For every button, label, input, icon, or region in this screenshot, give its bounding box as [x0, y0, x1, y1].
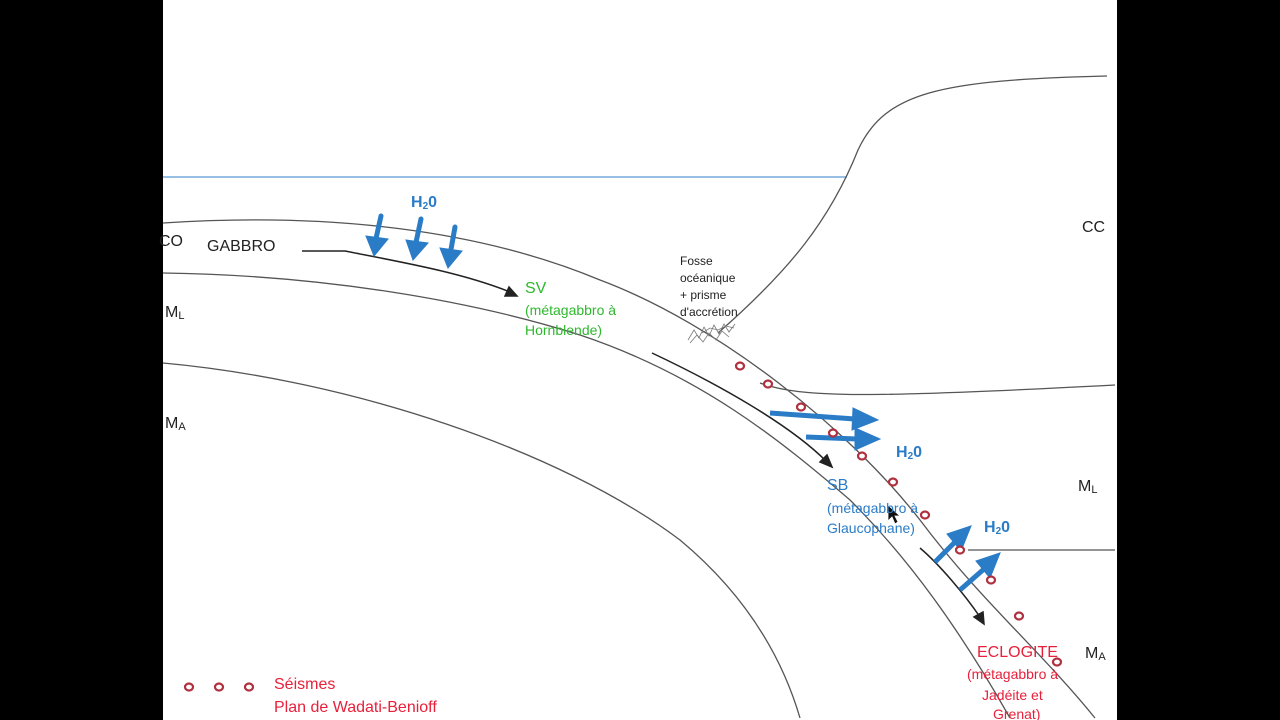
water-arrow-right-2: [854, 427, 882, 451]
label-gabbro: GABBRO: [207, 238, 275, 255]
mouse-cursor-icon: [887, 504, 902, 525]
label-cc: CC: [1082, 219, 1105, 236]
label-ml-right: ML: [1078, 478, 1097, 496]
legend: Séismes Plan de Wadati-Benioff: [274, 676, 437, 716]
svg-text:Jadéite et: Jadéite et: [982, 687, 1043, 703]
water-arrow-down-1: [365, 235, 389, 257]
continental-lithosphere-base: [759, 382, 1116, 396]
continental-crust-outline: [717, 75, 1108, 334]
label-ma-left: MA: [165, 415, 186, 433]
water-input-arrows: [365, 213, 463, 269]
label-facies-sv: SV (métagabbro à Hornblende): [525, 280, 616, 338]
earthquake-markers: [734, 361, 1063, 667]
svg-text:Fosse: Fosse: [680, 254, 713, 268]
oceanic-lithosphere-base: [162, 362, 801, 719]
water-arrow-down-3: [439, 247, 463, 269]
label-facies-eclogite: ECLOGITE (métagabbro à Jadéite et Grenat…: [967, 644, 1058, 720]
legend-earthquake-symbols: [183, 682, 255, 692]
svg-text:Glaucophane): Glaucophane): [827, 520, 915, 536]
arrow-eclogite-head: [972, 610, 985, 626]
oceanic-crust-base: [162, 272, 1011, 719]
label-water-top: H20: [411, 194, 437, 212]
arrow-eclogite-path: [919, 547, 981, 618]
legend-earthquakes: Séismes: [274, 676, 335, 693]
svg-text:(métagabbro à: (métagabbro à: [827, 500, 918, 516]
label-facies-sb: SB (métagabbro à Glaucophane): [827, 477, 918, 536]
svg-text:SV: SV: [525, 280, 547, 297]
water-arrow-right-1: [851, 407, 880, 431]
label-water-middle: H20: [896, 444, 922, 462]
svg-text:Hornblende): Hornblende): [525, 322, 602, 338]
water-arrow-upright-2: [975, 552, 1001, 579]
accretionary-prism: [687, 323, 736, 344]
water-release-arrows-middle: [769, 407, 882, 451]
label-ma-right: MA: [1085, 645, 1106, 663]
arrow-sv-path: [302, 250, 511, 293]
svg-text:(métagabbro à: (métagabbro à: [967, 666, 1058, 682]
slab-arrows: [302, 250, 985, 626]
legend-wadati-benioff: Plan de Wadati-Benioff: [274, 699, 437, 716]
svg-text:+ prisme: + prisme: [680, 288, 727, 302]
svg-text:océanique: océanique: [680, 271, 736, 285]
arrow-sb-path: [651, 352, 827, 462]
water-release-arrows-lower: [933, 525, 1001, 592]
water-arrow-down-2: [405, 239, 429, 261]
label-water-lower: H20: [984, 519, 1010, 537]
arrow-sb-head: [818, 453, 834, 469]
svg-text:Grenat): Grenat): [993, 706, 1040, 720]
label-co: CO: [159, 233, 183, 250]
label-trench: Fosse océanique + prisme d'accrétion: [680, 254, 738, 319]
svg-text:(métagabbro à: (métagabbro à: [525, 302, 616, 318]
label-ml-left: ML: [165, 304, 184, 322]
svg-text:ECLOGITE: ECLOGITE: [977, 644, 1058, 661]
arrow-sv-head: [503, 285, 519, 297]
svg-text:SB: SB: [827, 477, 848, 494]
diagram-canvas: [163, 0, 1117, 720]
water-arrow-upright-1: [946, 525, 972, 552]
svg-text:d'accrétion: d'accrétion: [680, 305, 738, 319]
